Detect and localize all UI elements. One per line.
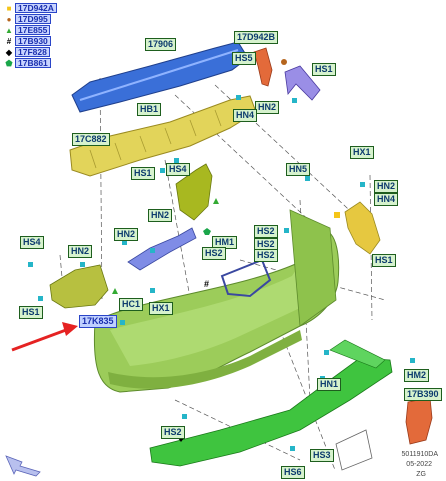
legend-item-17B861: ⬟17B861: [3, 58, 51, 68]
legend-item-17F828: ◆17F828: [3, 47, 50, 57]
label-hs1-mid: HS1: [131, 167, 155, 180]
bumper-cover-side-panel: [289, 209, 337, 327]
label-hn2-left: HN2: [68, 245, 93, 258]
legend-item-17D942A: ■17D942A: [3, 3, 57, 13]
triangle-marker-left: [112, 288, 118, 294]
label-17906: 17906: [145, 38, 177, 51]
absorber-ribs: [89, 109, 222, 169]
label-hs3: HS3: [310, 449, 334, 462]
bracket-upper-right: [284, 65, 321, 101]
drawing-code: 5011910DA: [401, 451, 438, 458]
license-bracket: [220, 258, 272, 298]
label-hs2-bottom: HS2: [161, 426, 185, 439]
bracket-mid-olive: [175, 163, 213, 221]
drawing-initials: ZG: [416, 471, 426, 478]
label-17B390: 17B390: [404, 388, 442, 401]
bumper-cover-lower-lip: [108, 330, 302, 389]
legend-code: 17E855: [15, 25, 51, 35]
label-hs2-d: HS2: [202, 247, 226, 260]
red-pointer-arrow: [11, 322, 78, 352]
diamond-marker-icon: ◆: [5, 48, 13, 57]
label-17C882: 17C882: [72, 133, 110, 146]
legend-code: 17B930: [15, 36, 51, 46]
legend-item-17B930: #17B930: [3, 36, 51, 46]
triangle-marker-icon: ▲: [5, 26, 13, 35]
label-hs5: HS5: [232, 52, 256, 65]
label-17D942B: 17D942B: [234, 31, 279, 44]
legend-code: 17D942A: [15, 3, 57, 13]
orientation-arrow-icon: [5, 455, 41, 477]
label-hs1-top: HS1: [312, 63, 336, 76]
fastener-dot: [281, 59, 287, 65]
label-hx1-mid: HX1: [149, 302, 173, 315]
pentagon-marker: [203, 228, 211, 235]
bumper-cover-highlight: [110, 246, 316, 366]
bracket-17B390: [405, 397, 433, 445]
legend-code: 17F828: [15, 47, 50, 57]
square-marker: [334, 212, 340, 218]
drawing-date: 05-2022: [406, 461, 432, 468]
legend-code: 17B861: [15, 58, 51, 68]
bracket-left-olive: [49, 264, 109, 309]
label-hs1-right: HS1: [372, 254, 396, 267]
diffuser-upper-lip: [329, 339, 386, 369]
label-hs6: HS6: [281, 466, 305, 479]
label-hs4-mid: HS4: [166, 163, 190, 176]
bracket-right-yellow: [344, 201, 381, 255]
label-hx1-right: HX1: [350, 146, 374, 159]
label-hs2-a: HS2: [254, 225, 278, 238]
label-hn2-mid: HN2: [148, 209, 173, 222]
hash-marker-icon: #: [6, 37, 12, 46]
hash-marker: #: [204, 279, 209, 289]
reinforcement-bar-17906: [71, 41, 249, 113]
label-hc1: HC1: [119, 298, 144, 311]
label-hs2-c: HS2: [254, 249, 278, 262]
label-hn4-right: HN4: [374, 193, 399, 206]
triangle-marker: [213, 198, 219, 204]
legend-code: 17D995: [15, 14, 51, 24]
label-hn2-a: HN2: [255, 101, 280, 114]
label-hb1: HB1: [137, 103, 162, 116]
bracket-17D942B: [253, 47, 273, 87]
legend-item-17E855: ▲17E855: [3, 25, 51, 35]
label-hm2: HM2: [404, 369, 430, 382]
reinforcement-bar-ridge: [79, 49, 239, 101]
pentagon-marker-icon: ⬟: [5, 59, 13, 68]
label-hs1-left: HS1: [19, 306, 43, 319]
fastener-clip-icons: [28, 95, 415, 451]
label-hn5: HN5: [286, 163, 311, 176]
bracket-mid-blue: [127, 227, 197, 271]
legend-item-17D995: ●17D995: [3, 14, 51, 24]
square-marker-icon: ■: [6, 4, 12, 13]
label-hn2-right: HN2: [374, 180, 399, 193]
label-hs4-left: HS4: [20, 236, 44, 249]
circle-marker-icon: ●: [6, 15, 12, 24]
label-hn2-b: HN2: [114, 228, 139, 241]
clip-panel: [335, 429, 373, 471]
label-17K835: 17K835: [79, 315, 117, 328]
label-hn4-a: HN4: [233, 109, 258, 122]
label-hn1: HN1: [317, 378, 342, 391]
